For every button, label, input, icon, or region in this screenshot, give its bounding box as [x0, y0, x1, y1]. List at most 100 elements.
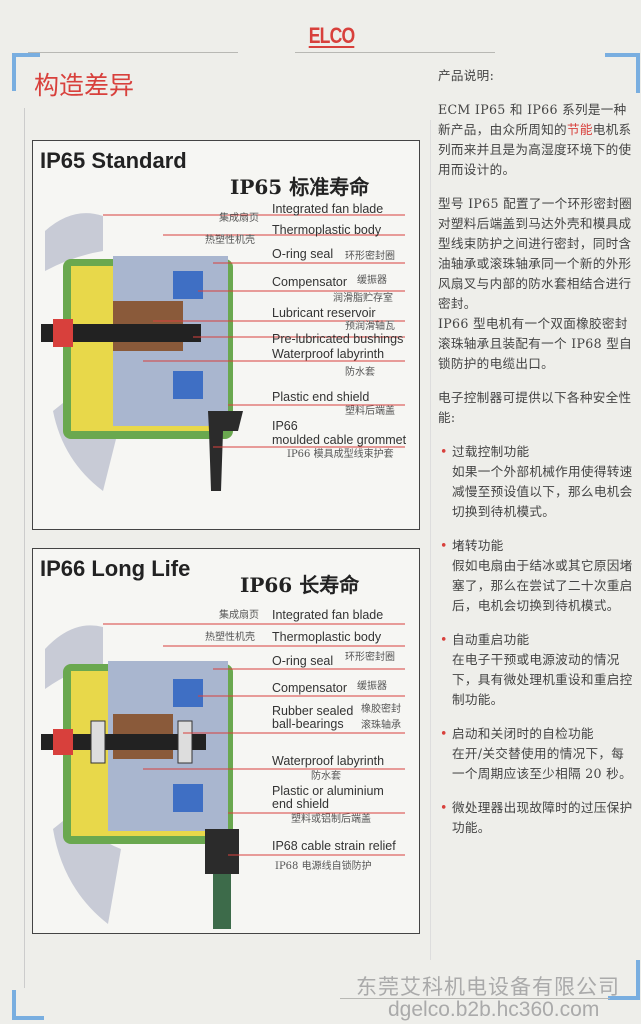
label-end-shield: end shield [272, 797, 329, 811]
header-rule-left [28, 52, 238, 53]
feature-item: • 自动重启功能在电子干预或电源波动的情况下，具有微处理机重设和重启控制功能。 [438, 630, 636, 710]
footer-rule [340, 998, 610, 999]
label-thermoplastic-body: Thermoplastic body [272, 630, 382, 644]
watermark-company: 东莞艾科机电设备有限公司 [356, 975, 620, 999]
feature-text: 在电子干预或电源波动的情况下，具有微处理机重设和重启控制功能。 [452, 652, 633, 707]
label-ip66: IP66 [272, 419, 298, 433]
ip65-motor-illustration [41, 213, 405, 491]
label-thermoplastic-body: Thermoplastic body [272, 223, 382, 237]
label-moulded-cable-grommet: moulded cable grommet [272, 433, 407, 447]
label-cn: 热塑性机壳 [205, 235, 255, 246]
bullet-icon: • [440, 538, 448, 553]
motor-shaft [41, 324, 201, 342]
fan-blade-top [45, 213, 103, 271]
ip65-leader-lines [103, 214, 405, 448]
label-waterproof-labyrinth: Waterproof labyrinth [272, 754, 385, 768]
ip65-title: IP65 Standard [40, 148, 187, 173]
cable-strain-relief [205, 829, 239, 874]
bullet-icon: • [440, 800, 448, 815]
fan-blade-top [45, 625, 103, 689]
label-cn: 集成扇页 [219, 610, 259, 621]
bracket-top-right [605, 53, 639, 57]
description-paragraph-4: 电子控制器可提供以下各种安全性能: [438, 390, 632, 425]
column-divider [430, 120, 431, 960]
watermark-url: dgelco.b2b.hc360.com [388, 998, 600, 1021]
label-o-ring-seal: O-ring seal [272, 654, 334, 668]
text: ECM IP65 和 IP66 系列是一种新产品，由众所周知的 [438, 102, 627, 137]
ip66-motor-illustration [41, 623, 405, 929]
label-cn: IP66 模具成型线束护套 [287, 449, 394, 460]
label-compensator: Compensator [272, 681, 348, 695]
label-cn: 缓振器 [357, 275, 387, 286]
feature-text: 在开/关交替使用的情况下，每一个周期应该至少相隔 20 秒。 [452, 746, 632, 781]
label-integrated-fan-blade: Integrated fan blade [272, 608, 384, 622]
description-paragraph-3: IP66 型电机有一个双面橡胶密封滚珠轴承且装配有一个 IP68 型自锁防护的电… [438, 316, 633, 371]
description-paragraph-1: ECM IP65 和 IP66 系列是一种新产品，由众所周知的节能电机系列而来并… [438, 100, 636, 180]
ip66-title: IP66 Long Life [40, 556, 191, 581]
shaft-seal [53, 319, 73, 347]
feature-title: 启动和关闭时的自检功能 [452, 726, 594, 741]
shaft-seal [53, 729, 73, 755]
label-o-ring-seal: O-ring seal [272, 247, 334, 261]
cable-grommet [208, 411, 243, 491]
description-heading: 产品说明: [438, 68, 495, 83]
label-plastic-or-aluminium: Plastic or aluminium [272, 784, 384, 798]
label-waterproof-labyrinth: Waterproof labyrinth [272, 347, 385, 361]
bracket-bottom-left [12, 1016, 44, 1020]
compensator-bottom [173, 784, 203, 812]
ip65-diagram-box: IP65 Standard IP65 标准寿命 集成扇页 Integrated … [32, 140, 420, 530]
left-margin-rule [24, 108, 25, 988]
feature-title: 自动重启功能 [452, 632, 530, 647]
ip65-title-cn: IP65 标准寿命 [230, 175, 370, 199]
feature-text: 如果一个外部机械作用使得转速减慢至预设值以下，那么电机会切换到待机模式。 [452, 464, 633, 519]
section-title: 构造差异 [34, 71, 135, 100]
ball-bearing-rear [177, 720, 193, 764]
label-cn: 预润滑轴瓦 [345, 321, 395, 332]
cable [213, 874, 231, 929]
bracket-bottom-right-v [636, 960, 640, 1000]
label-cn: 缓振器 [357, 681, 387, 692]
bracket-top-left [12, 53, 40, 57]
feature-text: 假如电扇由于结冰或其它原因堵塞了，那么在尝试了二十次重启后，电机会切换到待机模式… [452, 558, 633, 613]
feature-item: • 启动和关闭时的自检功能在开/关交替使用的情况下，每一个周期应该至少相隔 20 … [438, 724, 636, 784]
feature-title: 堵转功能 [452, 538, 504, 553]
label-ip68-cable-strain-relief: IP68 cable strain relief [272, 839, 396, 853]
label-rubber-sealed: Rubber sealed [272, 704, 354, 718]
label-plastic-end-shield: Plastic end shield [272, 390, 370, 404]
motor-shaft [41, 734, 206, 750]
bullet-icon: • [440, 444, 448, 459]
bullet-icon: • [440, 726, 448, 741]
compensator-top [173, 679, 203, 707]
feature-item: • 微处理器出现故障时的过压保护功能。 [438, 798, 636, 838]
feature-title: 微处理器出现故障时的过压保护功能。 [452, 800, 633, 835]
label-cn: 润滑脂贮存室 [333, 293, 393, 304]
label-cn: 橡胶密封 [361, 704, 401, 715]
label-cn: 塑料或铝制后端盖 [291, 814, 371, 825]
label-pre-lubricated-bushings: Pre-lubricated bushings [272, 332, 404, 346]
label-integrated-fan-blade: Integrated fan blade [272, 202, 384, 216]
ip66-title-cn: IP66 长寿命 [240, 573, 360, 597]
label-lubricant-reservoir: Lubricant reservoir [272, 306, 376, 320]
highlight-energy-saving: 节能 [566, 122, 593, 137]
header-rule-right [295, 52, 495, 53]
label-cn: IP68 电源线自锁防护 [275, 861, 372, 872]
label-cn: 滚珠轴承 [361, 720, 401, 731]
label-ball-bearings: ball-bearings [272, 717, 344, 731]
feature-title: 过载控制功能 [452, 444, 530, 459]
text: 电机系列而来并且是为高湿度环境下的使用而设计的。 [438, 122, 632, 177]
label-cn: 环形密封圈 [345, 652, 395, 663]
label-compensator: Compensator [272, 275, 348, 289]
label-cn: 集成扇页 [219, 213, 259, 224]
feature-item: • 过载控制功能如果一个外部机械作用使得转速减慢至预设值以下，那么电机会切换到待机… [438, 442, 636, 522]
ip66-leader-lines [103, 623, 405, 856]
label-cn: 防水套 [345, 367, 375, 378]
label-cn: 热塑性机壳 [205, 632, 255, 643]
bracket-bottom-left-v [12, 990, 16, 1020]
elco-logo: ELCO [308, 23, 355, 48]
ip66-diagram-box: IP66 Long Life IP66 长寿命 集成扇页 Integrated … [32, 548, 420, 934]
bullet-icon: • [440, 632, 448, 647]
compensator-top [173, 271, 203, 299]
description-paragraph-2: 型号 IP65 配置了一个环形密封圈对塑料后端盖到马达外壳和模具成型线束防护之间… [438, 196, 633, 311]
compensator-bottom [173, 371, 203, 399]
ball-bearing-front [90, 720, 106, 764]
